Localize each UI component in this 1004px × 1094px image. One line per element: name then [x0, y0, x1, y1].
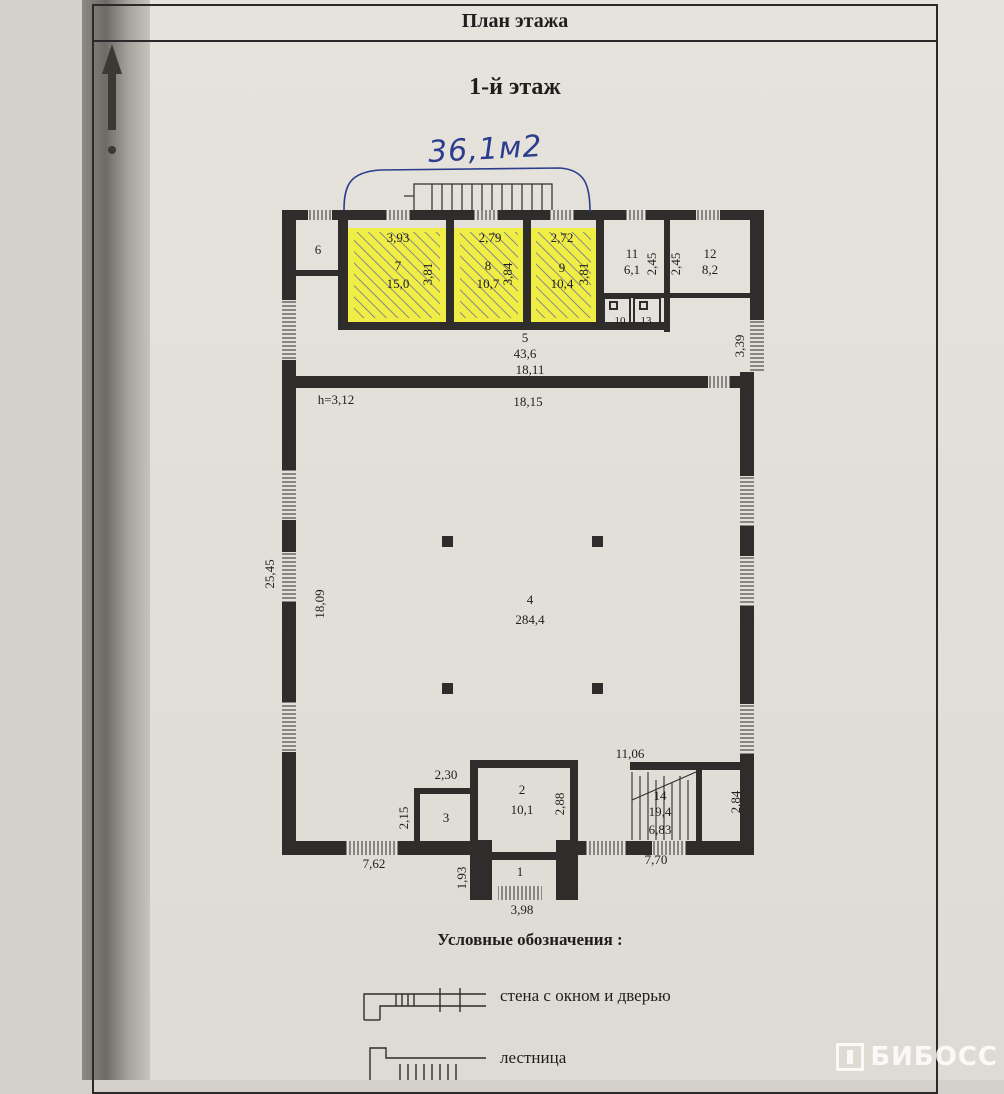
room-8-area: 10,7	[477, 276, 500, 291]
room-14-area: 19,4	[649, 804, 672, 819]
dim-front-right-upper: 11,06	[616, 746, 645, 761]
room-13-number: 13	[641, 315, 653, 327]
dim-front-right: 7,70	[645, 852, 668, 867]
dim-corridor-length: 18,11	[516, 362, 545, 377]
dim-r9-width: 2,72	[551, 230, 574, 245]
dim-r14-width: 6,83	[649, 822, 672, 837]
room-3-number: 3	[443, 810, 450, 825]
dim-r2-depth: 2,88	[552, 793, 567, 816]
room-8-number: 8	[485, 258, 492, 273]
room-6-number: 6	[315, 242, 322, 257]
dim-r11-depth: 2,45	[644, 253, 659, 276]
room-5-area: 43,6	[514, 346, 537, 361]
dim-entry-width: 3,98	[511, 902, 534, 917]
dimension-labels: 3,93 2,79 2,72 3,81 3,84 3,81 2,45 2,45 …	[262, 230, 747, 917]
room-7-area: 15,0	[387, 276, 410, 291]
room-2-number: 2	[519, 782, 526, 797]
watermark-text: БИБОСС	[870, 1042, 998, 1072]
watermark: БИБОСС	[836, 1042, 998, 1072]
dim-r8-depth: 3,84	[500, 262, 515, 285]
dim-corridor-depth: 3,39	[732, 335, 747, 358]
room-10-number: 10	[615, 315, 627, 327]
dim-r3-depth: 2,15	[396, 807, 411, 830]
room-4-area: 284,4	[515, 612, 545, 627]
legend-title: Условные обозначения :	[437, 930, 623, 949]
windows	[282, 210, 764, 900]
dim-r12-depth: 2,45	[668, 253, 683, 276]
room-12-area: 8,2	[702, 262, 718, 277]
dim-hall-depth: 18,09	[312, 589, 327, 618]
room-14-number: 14	[654, 788, 668, 803]
page-title: План этажа	[461, 10, 569, 32]
room-labels: 1 2 10,1 3 4 284,4 5 43,6 6 7 15,0 8 10,…	[315, 242, 718, 879]
title-divider	[92, 40, 938, 42]
room-9-area: 10,4	[551, 276, 574, 291]
room-2-area: 10,1	[511, 802, 534, 817]
legend-stairs-label: лестница	[500, 1048, 567, 1067]
watermark-logo-icon	[836, 1043, 865, 1071]
handwritten-area-note: 36,1м2	[427, 129, 544, 170]
dim-r3-width: 2,30	[435, 767, 458, 782]
columns	[442, 536, 603, 694]
handwritten-bracket	[343, 167, 591, 213]
dim-r7-depth: 3,81	[420, 263, 435, 286]
binding-arrow-icon	[102, 44, 122, 154]
small-rooms	[603, 297, 661, 327]
highlighted-rooms	[348, 228, 596, 322]
stairs-room-14	[631, 771, 697, 840]
room-4-number: 4	[527, 592, 534, 607]
dim-r8-width: 2,79	[479, 230, 502, 245]
legend-stairs-symbol	[369, 1047, 486, 1080]
room-5-number: 5	[522, 330, 529, 345]
room-11-area: 6,1	[624, 262, 640, 277]
dim-r7-width: 3,93	[387, 230, 410, 245]
dim-r9-depth: 3,81	[576, 263, 591, 286]
legend-wall-label: стена с окном и дверью	[500, 986, 671, 1005]
legend-wall-symbol	[363, 988, 486, 1021]
dim-r14-depth: 2,84	[728, 790, 743, 813]
room-12-number: 12	[704, 246, 717, 261]
dim-total-depth: 25,45	[262, 559, 277, 588]
dim-entry-depth: 1,93	[454, 867, 469, 890]
dim-hall-length: 18,15	[513, 394, 542, 409]
room-9-number: 9	[559, 260, 566, 275]
top-staircase	[404, 183, 553, 210]
room-7-number: 7	[395, 258, 402, 273]
floor-title: 1-й этаж	[469, 74, 561, 100]
dim-front-left: 7,62	[363, 856, 386, 871]
dim-ceiling-height: h=3,12	[318, 392, 355, 407]
room-11-number: 11	[626, 246, 639, 261]
room-1-number: 1	[517, 864, 524, 879]
